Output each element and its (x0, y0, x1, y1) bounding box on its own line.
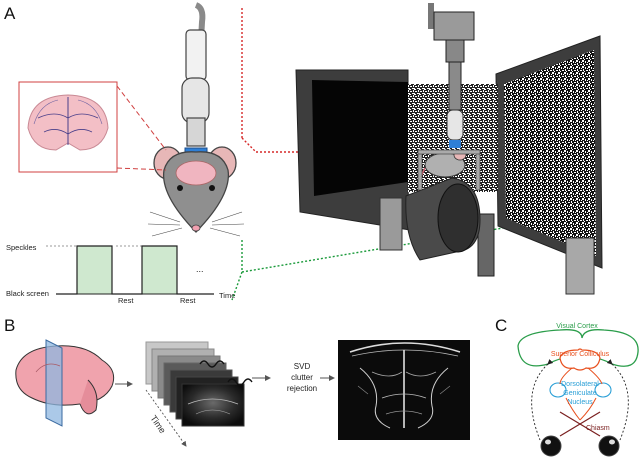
svd-label-line1: SVD (294, 362, 311, 371)
timeline-rest-label-1: Rest (118, 296, 134, 305)
right-eye-icon (598, 435, 620, 457)
visual-cortex-label: Visual Cortex (556, 323, 598, 330)
left-eye-icon (540, 435, 562, 457)
experimental-rig (295, 3, 603, 295)
sagittal-brain (15, 339, 115, 427)
dlgn-label-line2: Geniculate (563, 390, 597, 397)
ultrasound-probe (181, 2, 210, 159)
timeline-time-label: Time (219, 291, 235, 300)
timeline-rest-label-2: Rest (180, 296, 196, 305)
speckle-period-1 (76, 245, 113, 295)
timeline-speckles-label: Speckles (6, 243, 37, 252)
chiasm-label: Chiasm (586, 425, 610, 432)
ultrasound-frame-stack: Time (145, 341, 253, 447)
superior-colliculus-outline (559, 348, 601, 371)
svd-label-line2: clutter (291, 373, 313, 382)
panel-label-b: B (4, 316, 15, 335)
svd-step-text: SVD clutter rejection (287, 362, 317, 393)
brain-inset (18, 81, 167, 173)
timeline-ellipsis: ... (196, 264, 204, 274)
visual-cortex-outline (517, 329, 639, 367)
speckle-period-2 (141, 245, 178, 295)
stimulus-timeline: Speckles Black screen ... Rest Rest Time (6, 243, 235, 305)
functional-ultrasound-image (338, 340, 470, 440)
visual-pathway-diagram: Visual Cortex Superior Colliculus Dorsol… (517, 323, 639, 457)
mouse-head-topview (147, 146, 245, 237)
timeline-black-screen-label: Black screen (6, 289, 49, 298)
imaging-plane (45, 339, 63, 427)
dlgn-label-line1: Dorsolateral (561, 381, 599, 388)
panel-label-a: A (4, 4, 16, 23)
dlgn-label-line3: Nucleus (567, 399, 593, 406)
superior-colliculus-label: Superior Colliculus (551, 351, 610, 358)
panel-label-c: C (495, 316, 507, 335)
svd-label-line3: rejection (287, 384, 317, 393)
